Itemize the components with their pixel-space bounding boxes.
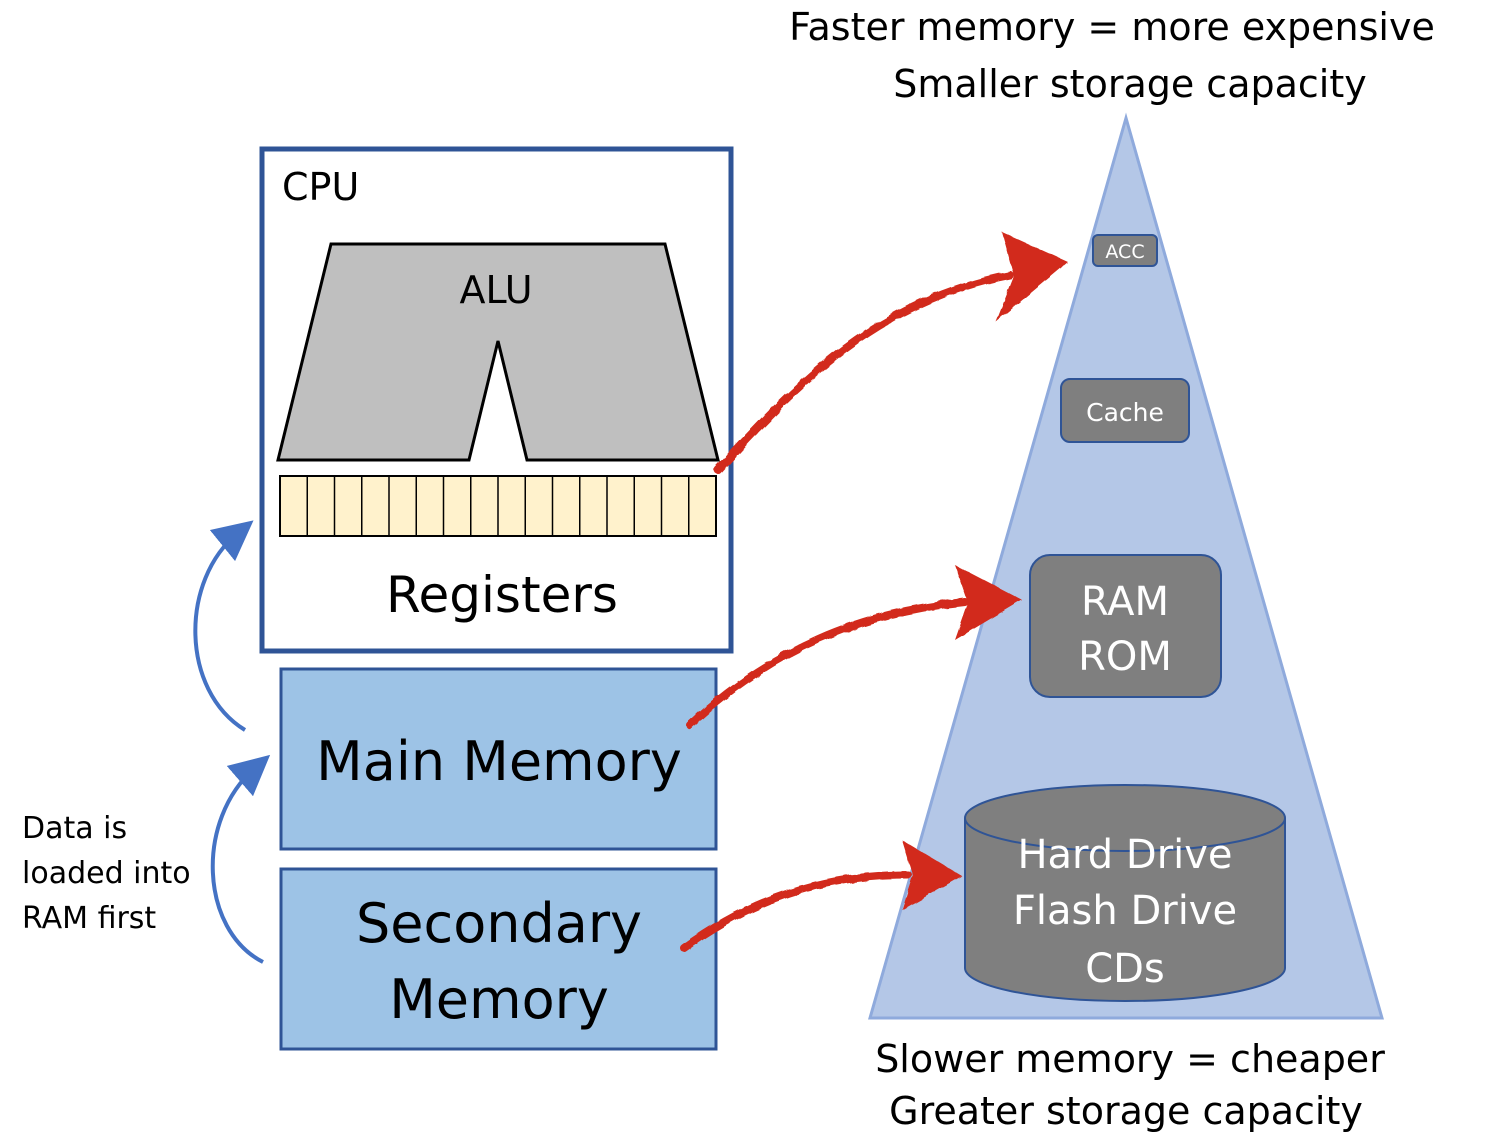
side-note-line-3: RAM first xyxy=(22,901,156,936)
cpu-label: CPU xyxy=(282,165,359,209)
rom-label: ROM xyxy=(1078,634,1172,680)
red-arrowhead-ram xyxy=(955,565,1022,640)
red-arrowhead-storage xyxy=(902,840,962,910)
footer-line-1: Slower memory = cheaper xyxy=(875,1037,1385,1081)
storage-label-cds: CDs xyxy=(1085,946,1165,992)
secondary-memory-label-2: Memory xyxy=(389,968,609,1031)
alu-shape xyxy=(276,242,720,462)
ram-label: RAM xyxy=(1081,579,1169,625)
cache-label: Cache xyxy=(1086,398,1164,427)
red-arrow-secondary-to-storage xyxy=(680,871,912,952)
header-line-2: Smaller storage capacity xyxy=(893,62,1366,106)
header-line-1: Faster memory = more expensive xyxy=(789,5,1435,49)
red-arrow-main-to-ram xyxy=(686,598,969,729)
main-memory-label: Main Memory xyxy=(316,730,682,793)
arrow-secondary-to-main xyxy=(210,754,271,964)
alu-label: ALU xyxy=(459,268,532,312)
red-arrow-registers-to-acc xyxy=(714,271,1014,474)
side-note-line-2: loaded into xyxy=(22,856,191,891)
storage-cylinder: Hard Drive Flash Drive CDs xyxy=(964,784,1286,1002)
acc-box: ACC xyxy=(1092,234,1158,267)
ram-rom-box: RAM ROM xyxy=(1029,554,1222,698)
side-note-line-1: Data is xyxy=(22,811,127,846)
main-memory-box xyxy=(279,667,718,851)
red-arrowhead-acc xyxy=(996,232,1068,322)
registers-label: Registers xyxy=(386,566,618,624)
arrow-main-to-cpu xyxy=(193,520,254,732)
secondary-memory-label-1: Secondary xyxy=(356,892,642,955)
cache-box: Cache xyxy=(1060,378,1190,443)
acc-label: ACC xyxy=(1105,241,1144,263)
footer-line-2: Greater storage capacity xyxy=(889,1089,1363,1133)
storage-label-hard-drive: Hard Drive xyxy=(1017,832,1232,878)
secondary-memory-box xyxy=(279,867,718,1051)
storage-label-flash-drive: Flash Drive xyxy=(1013,888,1237,934)
register-strip xyxy=(279,475,717,537)
